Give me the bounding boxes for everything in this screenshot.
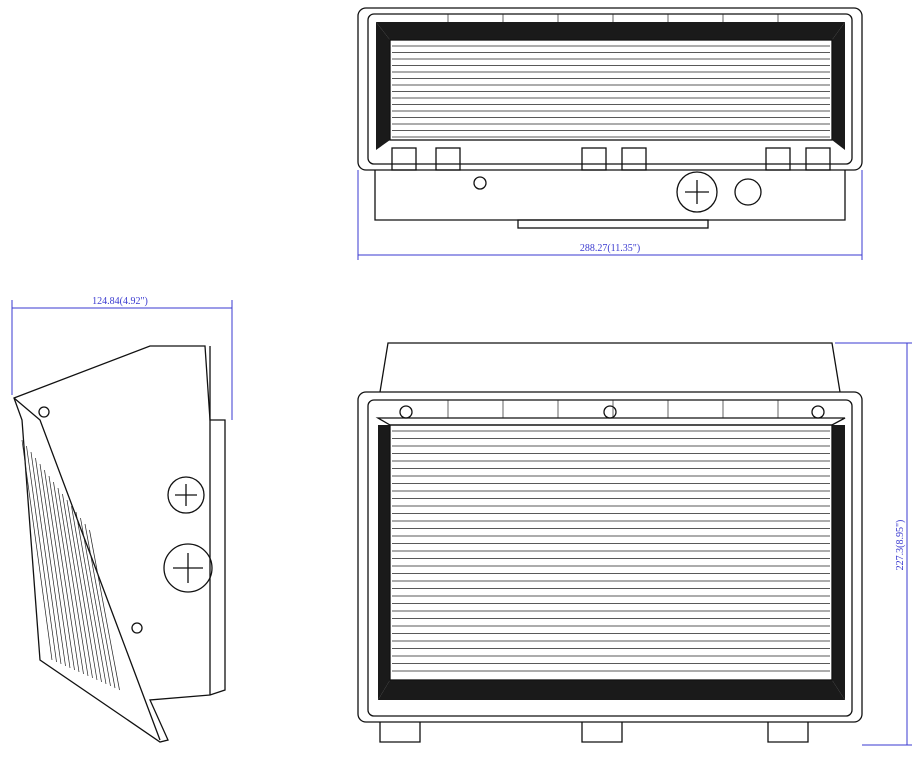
side-view-fin xyxy=(44,469,75,671)
side-view-fin xyxy=(26,445,57,663)
top-view: 288.27(11.35") xyxy=(357,7,863,260)
top-view-clips xyxy=(391,147,831,171)
width-dimension-label: 288.27(11.35") xyxy=(580,243,640,254)
side-view-fin xyxy=(66,499,98,681)
height-dimension-label: 227.3(8.95") xyxy=(895,520,906,571)
depth-dimension-label: 124.84(4.92") xyxy=(92,296,148,307)
side-view-fin xyxy=(39,463,71,669)
side-view-fin xyxy=(89,529,120,691)
side-view: 124.84(4.92") xyxy=(11,296,233,743)
side-view-fin xyxy=(21,439,53,661)
side-view-fin xyxy=(62,493,93,679)
side-view-fin xyxy=(84,523,116,689)
side-view-fin xyxy=(35,457,66,667)
side-view-fin xyxy=(53,481,84,675)
side-view-fin xyxy=(48,475,80,673)
side-view-fin xyxy=(71,505,102,683)
side-view-fin xyxy=(30,451,62,665)
front-view: 227.3(8.95") xyxy=(357,342,912,746)
side-view-fin xyxy=(75,511,107,685)
side-view-fin xyxy=(57,487,89,677)
side-view-fin xyxy=(80,517,111,687)
